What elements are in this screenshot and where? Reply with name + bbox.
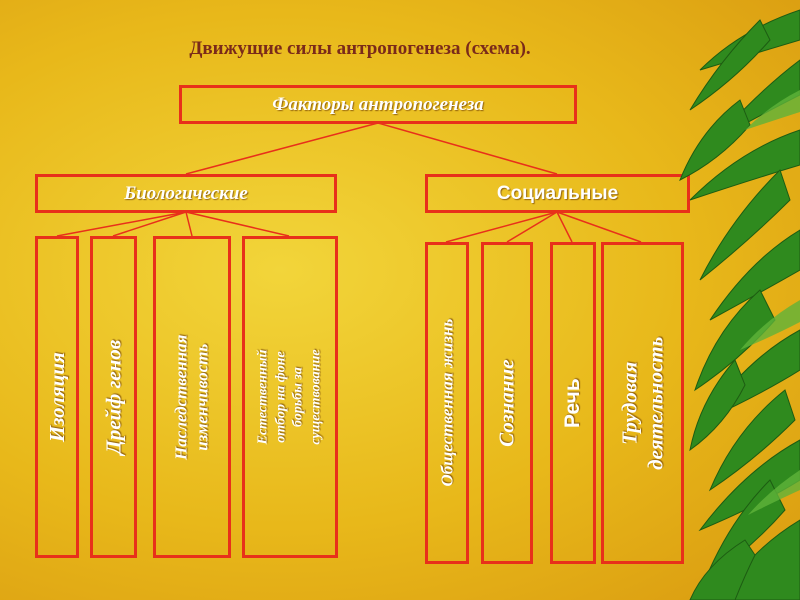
connector-root-biological — [185, 122, 379, 175]
item-hereditary-variability: Наследственная изменчивость — [153, 236, 231, 558]
diagram-title: Движущие силы антропогенеза (схема). — [189, 38, 531, 59]
item-gene-drift: Дрейф генов — [90, 236, 137, 558]
social-box: Социальные — [425, 174, 690, 213]
social-label: Социальные — [496, 182, 619, 204]
connector-bio-drift — [112, 211, 187, 237]
biological-label: Биологические — [124, 182, 248, 204]
item-social-life: Общественная жизнь — [425, 242, 469, 564]
connector-soc-life — [445, 211, 558, 243]
connector-soc-speech — [556, 211, 573, 243]
item-isolation: Изоляция — [35, 236, 79, 558]
connector-soc-consciousness — [506, 211, 558, 243]
connector-bio-isolation — [56, 211, 187, 237]
connector-soc-labor — [556, 211, 642, 243]
item-consciousness: Сознание — [481, 242, 533, 564]
biological-box: Биологические — [35, 174, 337, 213]
item-speech: Речь — [550, 242, 596, 564]
connector-root-social — [377, 122, 558, 175]
item-labor-activity: Трудовая деятельность — [601, 242, 684, 564]
connector-bio-selection — [185, 211, 290, 237]
item-natural-selection: Естественный отбор на фоне борьбы за сущ… — [242, 236, 338, 558]
connector-bio-heredity — [185, 211, 193, 237]
root-factors-label: Факторы антропогенеза — [272, 93, 484, 115]
root-factors-box: Факторы антропогенеза — [179, 85, 577, 124]
